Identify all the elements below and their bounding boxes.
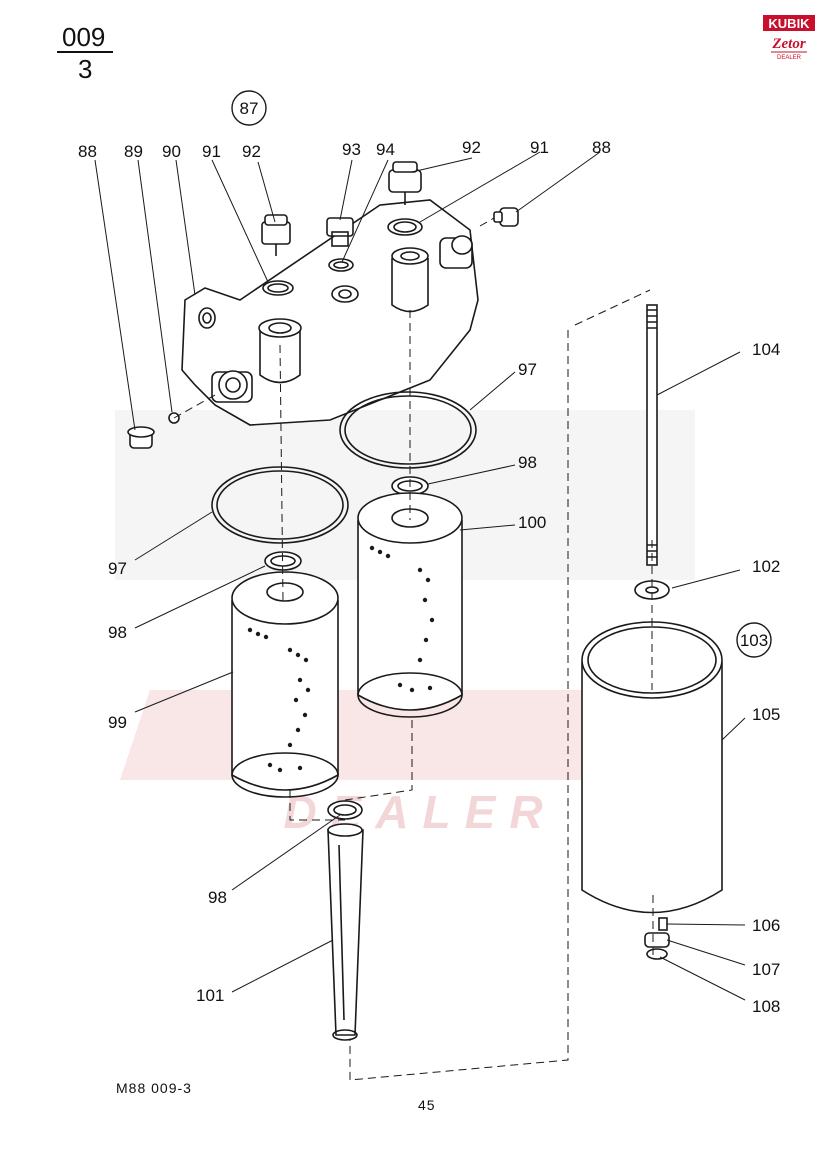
callout-label: 90: [162, 142, 181, 161]
figure-number: 009: [62, 22, 106, 52]
stud-104: [646, 304, 658, 566]
callout-label: 92: [462, 138, 481, 157]
callout-label: 98: [108, 623, 127, 642]
dealer-logo: KUBIK Zetor DEALER: [763, 15, 815, 61]
callout-label: 89: [124, 142, 143, 161]
group-circle-87: [231, 90, 267, 126]
callout-label: 101: [196, 986, 224, 1005]
callout-label: 100: [518, 513, 546, 532]
filter-head: [181, 199, 479, 426]
callout-label: 91: [202, 142, 221, 161]
svg-text:KUBIK: KUBIK: [768, 16, 810, 31]
callout-label: 108: [752, 997, 780, 1016]
figure-sheet: 3: [78, 54, 93, 84]
bowl-105: [581, 621, 723, 914]
callout-label: 88: [592, 138, 611, 157]
plugs-and-washers: [127, 161, 519, 449]
group-label: 87: [240, 99, 259, 118]
drawing-code: M88 009-3: [116, 1080, 192, 1096]
callout-label: 92: [242, 142, 261, 161]
svg-text:DEALER: DEALER: [777, 55, 802, 61]
watermark-text: DEALER: [283, 786, 556, 838]
callout-label: 97: [518, 360, 537, 379]
callout-label: 105: [752, 705, 780, 724]
callout-label: 106: [752, 916, 780, 935]
callout-label: 98: [518, 453, 537, 472]
o-ring-97-right: [339, 391, 477, 469]
tube-101: [327, 823, 364, 1041]
callout-label: 107: [752, 960, 780, 979]
page-number: 45: [418, 1097, 436, 1113]
callout-label: 93: [342, 140, 361, 159]
group-circle-103: [736, 622, 772, 658]
callout-label: 98: [208, 888, 227, 907]
callout-label: 104: [752, 340, 780, 359]
filter-element-99: [231, 571, 339, 798]
callout-label: 97: [108, 559, 127, 578]
callout-label: 94: [376, 140, 395, 159]
callout-label: 91: [530, 138, 549, 157]
group-label: 103: [740, 631, 768, 650]
figure-fraction-bar: [57, 51, 113, 53]
callout-label: 99: [108, 713, 127, 732]
svg-text:Zetor: Zetor: [771, 36, 805, 52]
callout-label: 102: [752, 557, 780, 576]
filter-element-100: [357, 492, 463, 718]
callout-label: 88: [78, 142, 97, 161]
o-ring-97-left: [211, 466, 349, 544]
